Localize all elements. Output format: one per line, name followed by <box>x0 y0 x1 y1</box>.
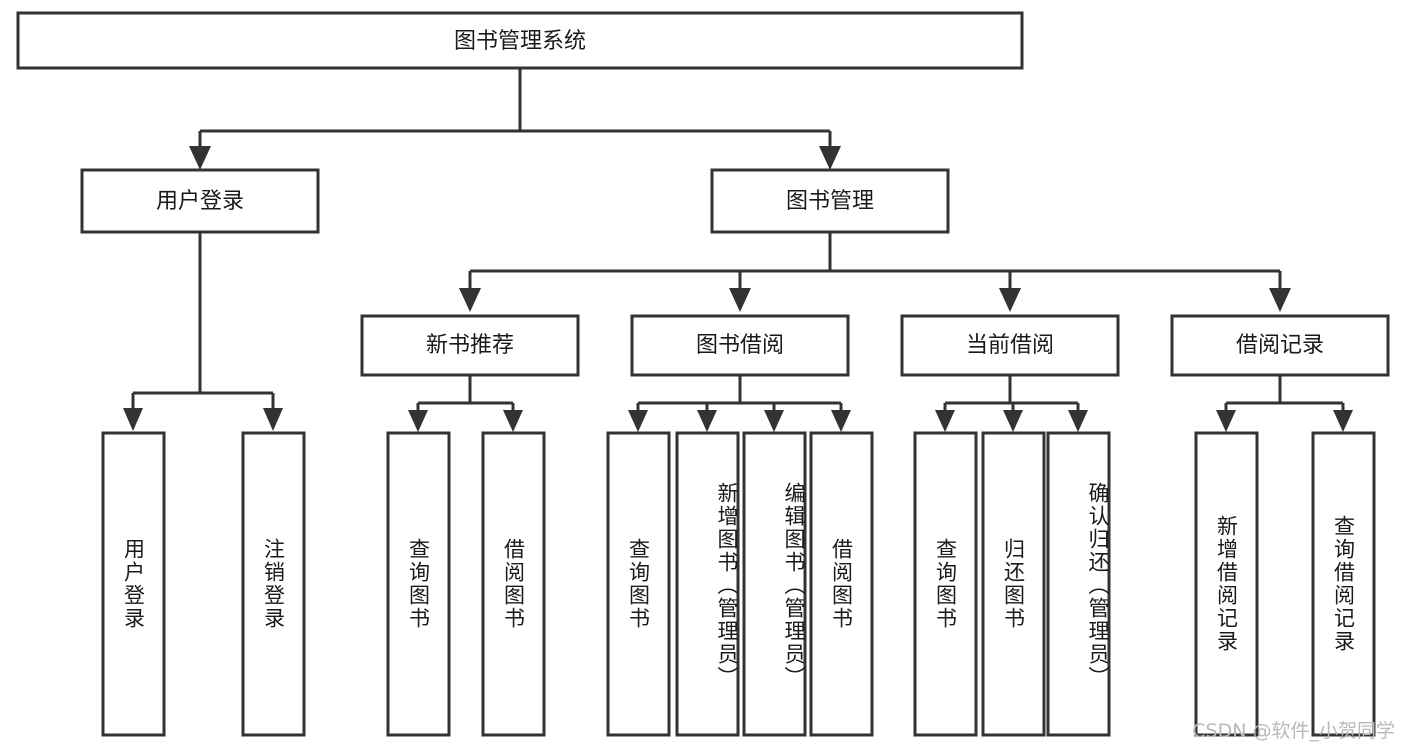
leaf-add-borrow-record[interactable] <box>1194 431 1259 737</box>
leaf-query-book-newbook[interactable] <box>386 431 451 737</box>
node-new-book-recommend-label: 新书推荐 <box>426 333 514 358</box>
leaf-logout-login[interactable] <box>241 431 306 737</box>
connector-bookborrow-to-leaves <box>628 375 851 432</box>
node-new-book-recommend[interactable]: 新书推荐 <box>360 314 580 377</box>
node-book-borrow[interactable]: 图书借阅 <box>630 314 850 377</box>
connector-bookmanage-to-level3 <box>459 232 1291 312</box>
leaf-query-book-current[interactable] <box>913 431 978 737</box>
node-book-management[interactable]: 图书管理 <box>710 168 950 234</box>
node-user-login[interactable]: 用户登录 <box>80 168 320 234</box>
node-book-management-label: 图书管理 <box>786 189 874 214</box>
leaf-query-book-borrow[interactable] <box>606 431 671 737</box>
node-book-borrow-label: 图书借阅 <box>696 333 784 358</box>
leaf-user-login[interactable] <box>101 431 166 737</box>
connector-userlogin-to-leaves <box>123 232 283 431</box>
connector-root-to-level2 <box>189 68 841 170</box>
leaf-confirm-return-admin[interactable] <box>1046 431 1111 737</box>
leaf-query-borrow-record[interactable] <box>1311 431 1376 737</box>
leaf-add-book-admin[interactable] <box>675 431 740 737</box>
leaf-return-book[interactable] <box>981 431 1046 737</box>
node-borrow-record-label: 借阅记录 <box>1236 333 1324 358</box>
node-borrow-record[interactable]: 借阅记录 <box>1170 314 1390 377</box>
leaf-borrow-book[interactable] <box>809 431 874 737</box>
node-current-borrow[interactable]: 当前借阅 <box>900 314 1120 377</box>
node-root-book-management-system[interactable]: 图书管理系统 <box>16 11 1024 70</box>
leaf-borrow-book-newbook[interactable] <box>481 431 546 737</box>
connector-currentborrow-to-leaves <box>935 375 1088 432</box>
leaf-edit-book-admin[interactable] <box>742 431 807 737</box>
node-root-label: 图书管理系统 <box>454 29 586 54</box>
node-user-login-label: 用户登录 <box>156 189 244 214</box>
node-current-borrow-label: 当前借阅 <box>966 333 1054 358</box>
connector-newbook-to-leaves <box>408 375 523 432</box>
connector-borrowrecord-to-leaves <box>1216 375 1353 432</box>
